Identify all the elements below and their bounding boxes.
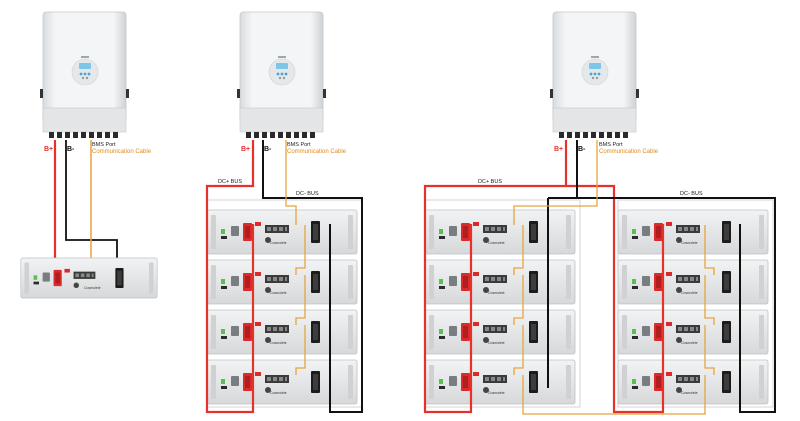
comm-cable-label-1: Communication Cable: [92, 149, 152, 155]
inverter-1: [39, 11, 130, 139]
battery-3b-4: [617, 359, 769, 405]
battery-2-3: [206, 309, 358, 355]
battery-2-4: [206, 359, 358, 405]
rack-frame-3b: [617, 199, 774, 408]
battery-brand-3a-2: Cosmolele: [488, 291, 505, 295]
b-minus-label-3: B-: [578, 146, 586, 153]
battery-brand-2-4: Cosmolele: [270, 391, 287, 395]
battery-2-2: [206, 259, 358, 305]
battery-2-1: [206, 209, 358, 255]
bms-port-label-3: BMS Port: [599, 142, 623, 148]
battery-brand-3b-4: Cosmolele: [681, 391, 698, 395]
battery-3b-3: [617, 309, 769, 355]
comm-cable-label-2: Communication Cable: [287, 149, 347, 155]
comm-cable-label-3: Communication Cable: [599, 149, 659, 155]
dc-minus-bus-label-2: DC- BUS: [296, 191, 319, 197]
battery-3b-1: [617, 209, 769, 255]
dc-plus-bus-label-2: DC+ BUS: [218, 179, 242, 185]
dc-plus-bus-label-3: DC+ BUS: [478, 179, 502, 185]
communication-cable-2: [285, 140, 306, 375]
b-minus-label-2: B-: [264, 146, 272, 153]
dc-plus-links-3: [470, 224, 664, 388]
battery-brand-3b-1: Cosmolele: [681, 241, 698, 245]
battery-brand-3b-3: Cosmolele: [681, 341, 698, 345]
battery-brand-3a-3: Cosmolele: [488, 341, 505, 345]
battery-1: [20, 257, 158, 299]
b-plus-label-1: B+: [44, 146, 53, 153]
system-single: B+ B- BMS Port Communication Cable Cosmo…: [20, 11, 158, 299]
battery-brand-3a-4: Cosmolele: [488, 391, 505, 395]
b-minus-label-1: B-: [67, 146, 75, 153]
b-plus-label-2: B+: [241, 146, 250, 153]
battery-3a-4: [424, 359, 576, 405]
inverter-3: [549, 11, 640, 139]
communication-cable-3: [513, 140, 715, 415]
system-double-stack: Cosmolele Cosmolele Cosmolele Cosmolele …: [423, 11, 776, 415]
b-plus-label-3: B+: [554, 146, 563, 153]
battery-3a-3: [424, 309, 576, 355]
battery-3a-1: [424, 209, 576, 255]
battery-3a-2: [424, 259, 576, 305]
inverter-2: [236, 11, 327, 139]
bms-port-label-2: BMS Port: [287, 142, 311, 148]
dc-minus-bus-label-3: DC- BUS: [680, 191, 703, 197]
battery-brand-1: Cosmolele: [84, 286, 101, 290]
battery-3b-2: [617, 259, 769, 305]
battery-brand-3a-1: Cosmolele: [488, 241, 505, 245]
battery-brand-2-1: Cosmolele: [270, 241, 287, 245]
system-stack: Cosmolele Cosmolele Cosmolele Cosmolele …: [205, 11, 363, 414]
battery-brand-2-3: Cosmolele: [270, 341, 287, 345]
bms-port-label-1: BMS Port: [92, 142, 116, 148]
battery-brand-2-2: Cosmolele: [270, 291, 287, 295]
battery-brand-3b-2: Cosmolele: [681, 291, 698, 295]
